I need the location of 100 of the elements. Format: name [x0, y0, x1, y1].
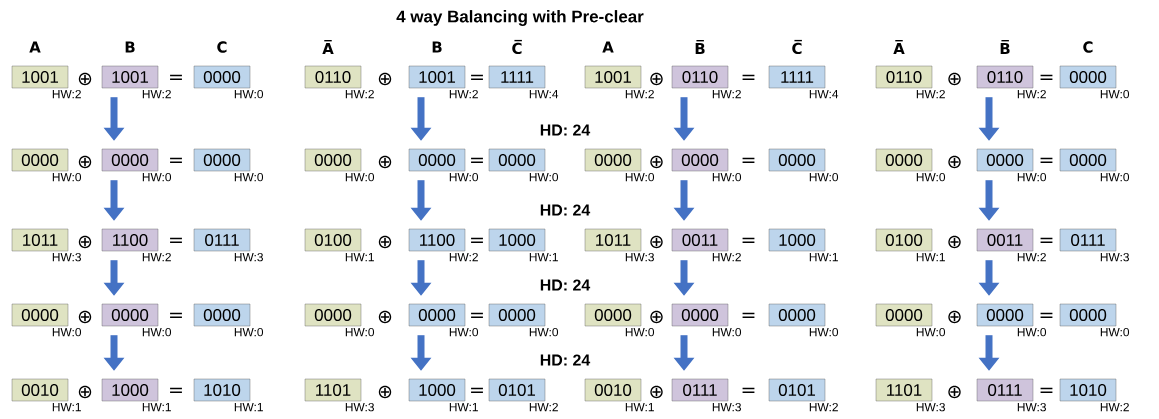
- distance-label: HD: 24: [540, 279, 591, 291]
- value-box: 0110: [304, 65, 362, 89]
- weight-label: HW:1: [625, 402, 654, 412]
- weight-label: HW:0: [234, 89, 264, 99]
- value-box: 0110: [976, 65, 1034, 89]
- weight-label: HW:0: [916, 327, 946, 337]
- value-box: 0000: [11, 148, 69, 172]
- equals-sign: =: [471, 157, 483, 164]
- value-box: 0011: [671, 228, 729, 252]
- value-box: 0000: [193, 65, 251, 89]
- weight-label: HW:0: [1100, 327, 1130, 337]
- weight-label: HW:2: [449, 89, 478, 99]
- weight-label: HW:0: [52, 327, 82, 337]
- xor-symbol: ⊕: [78, 385, 92, 399]
- xor-symbol: ⊕: [650, 155, 663, 169]
- weight-label: HW:0: [625, 327, 655, 337]
- xor-symbol: ⊕: [948, 235, 961, 249]
- weight-label: HW:3: [916, 402, 945, 412]
- weight-label: HW:0: [234, 327, 264, 337]
- value-box: 0101: [768, 378, 826, 402]
- value-box: 0000: [768, 303, 826, 327]
- xor-symbol: ⊕: [378, 310, 392, 324]
- xor-symbol: ⊕: [78, 72, 92, 86]
- value-box: 0100: [304, 228, 362, 252]
- weight-label: HW:1: [529, 252, 558, 262]
- equals-sign: =: [471, 387, 483, 394]
- weight-label: HW:2: [142, 89, 171, 99]
- value-box: 1000: [408, 378, 466, 402]
- weight-label: HW:2: [809, 402, 838, 412]
- value-box: 0000: [101, 148, 159, 172]
- value-box: 1000: [101, 378, 159, 402]
- equals-sign: =: [1040, 237, 1053, 244]
- value-box: 0010: [584, 378, 642, 402]
- xor-symbol: ⊕: [650, 72, 663, 86]
- weight-label: HW:2: [1017, 89, 1046, 99]
- xor-symbol: ⊕: [948, 72, 961, 86]
- value-box: 1010: [193, 378, 251, 402]
- weight-label: HW:1: [234, 402, 263, 412]
- weight-label: HW:1: [345, 252, 374, 262]
- weight-label: HW:0: [529, 172, 559, 182]
- equals-sign: =: [742, 312, 755, 319]
- value-box: 0000: [304, 303, 362, 327]
- weight-label: HW:0: [1017, 327, 1047, 337]
- value-box: 0111: [193, 228, 251, 252]
- xor-symbol: ⊕: [650, 310, 663, 324]
- weight-label: HW:2: [712, 89, 741, 99]
- value-box: 0000: [1059, 65, 1117, 89]
- value-box: 0111: [976, 378, 1034, 402]
- weight-label: HW:3: [1100, 252, 1129, 262]
- distance-label: HD: 24: [540, 204, 591, 216]
- value-box: 1001: [11, 65, 69, 89]
- weight-label: HW:0: [625, 172, 655, 182]
- value-box: 0110: [875, 65, 933, 89]
- value-box: 0111: [671, 378, 729, 402]
- xor-symbol: ⊕: [650, 385, 663, 399]
- distance-label: HD: 24: [540, 124, 591, 136]
- weight-label: HW:3: [345, 402, 374, 412]
- weight-label: HW:0: [809, 327, 839, 337]
- value-box: 0000: [193, 148, 251, 172]
- value-box: 0000: [101, 303, 159, 327]
- value-box: 0111: [1059, 228, 1117, 252]
- xor-symbol: ⊕: [78, 235, 92, 249]
- weight-label: HW:0: [529, 327, 559, 337]
- weight-label: HW:2: [52, 89, 81, 99]
- xor-symbol: ⊕: [948, 385, 961, 399]
- weight-label: HW:0: [1100, 172, 1130, 182]
- weight-label: HW:1: [142, 402, 171, 412]
- equals-sign: =: [170, 157, 182, 164]
- xor-symbol: ⊕: [78, 155, 92, 169]
- value-box: 1001: [101, 65, 159, 89]
- weight-label: HW:0: [52, 172, 82, 182]
- equals-sign: =: [170, 312, 182, 319]
- weight-label: HW:3: [625, 252, 654, 262]
- value-box: 0000: [584, 148, 642, 172]
- weight-label: HW:3: [52, 252, 81, 262]
- value-box: 0000: [976, 303, 1034, 327]
- weight-label: HW:1: [449, 402, 478, 412]
- value-box: 1101: [304, 378, 362, 402]
- value-box: 1000: [768, 228, 826, 252]
- xor-symbol: ⊕: [78, 310, 92, 324]
- weight-label: HW:1: [809, 252, 838, 262]
- equals-sign: =: [1040, 387, 1053, 394]
- xor-symbol: ⊕: [378, 155, 392, 169]
- equals-sign: =: [742, 157, 755, 164]
- weight-label: HW:0: [142, 327, 172, 337]
- xor-symbol: ⊕: [378, 385, 392, 399]
- weight-label: HW:3: [1017, 402, 1046, 412]
- xor-symbol: ⊕: [948, 155, 961, 169]
- weight-label: HW:2: [1100, 402, 1129, 412]
- equals-sign: =: [742, 74, 755, 81]
- weight-label: HW:0: [449, 327, 479, 337]
- value-box: 1010: [1059, 378, 1117, 402]
- weight-label: HW:2: [142, 252, 171, 262]
- value-box: 0000: [193, 303, 251, 327]
- value-box: 0000: [875, 148, 933, 172]
- value-box: 1101: [875, 378, 933, 402]
- value-box: 1001: [584, 65, 642, 89]
- value-box: 1100: [408, 228, 466, 252]
- value-box: 0110: [671, 65, 729, 89]
- weight-label: HW:2: [916, 89, 945, 99]
